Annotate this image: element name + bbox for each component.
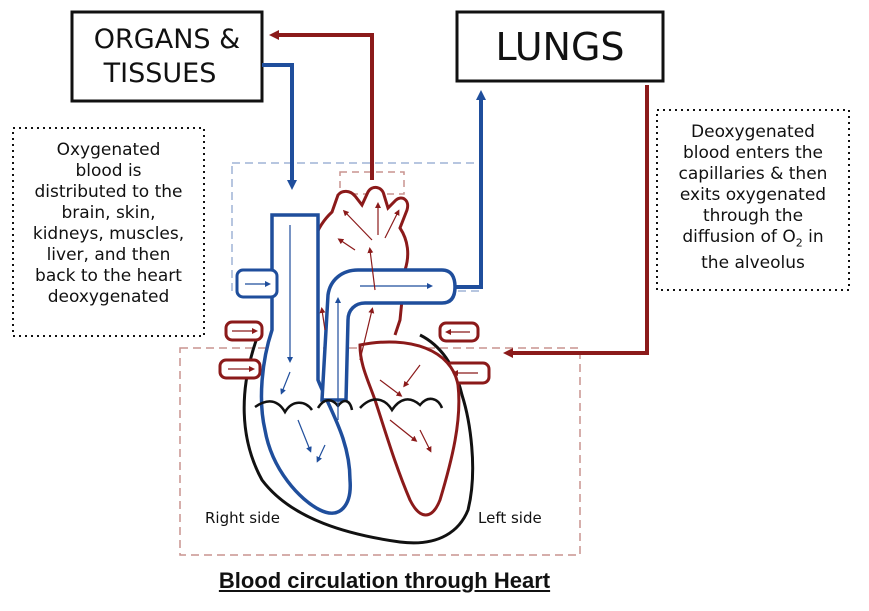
pulmonary-artery: [320, 268, 457, 402]
left-ventricle: [358, 340, 461, 517]
left-note-line: blood is: [75, 161, 142, 181]
aorta-dashed-region: [339, 171, 405, 195]
lungs-to-heart-arrow: [503, 85, 649, 358]
right-note-box: [656, 109, 850, 291]
right-side-label: Right side: [205, 509, 280, 527]
right-note-line: exits oxygenated: [679, 185, 827, 205]
left-note-line: Oxygenated: [56, 140, 161, 160]
right-note-line: Deoxygenated: [691, 122, 815, 142]
organs-line2: TISSUES: [103, 58, 217, 89]
organs-tissues-box: [70, 10, 264, 103]
left-note-line: deoxygenated: [47, 287, 170, 307]
right-note-line: blood enters the: [682, 143, 824, 163]
diagram-title: Blood circulation through Heart: [218, 568, 551, 593]
lungs-label: LUNGS: [495, 25, 624, 69]
lungs-box: [455, 10, 665, 83]
aortic-arch: [308, 186, 410, 346]
left-note-line: liver, and then: [46, 245, 171, 265]
left-note-box: [12, 127, 205, 337]
mitral-valve: [359, 397, 444, 413]
deoxygenated-flow-arrows: [245, 225, 433, 463]
right-note-line: diffusion of O2 in: [659, 227, 847, 253]
heart-outline: [242, 333, 475, 545]
right-note-line: the alveolus: [701, 253, 805, 274]
right-note-line: capillaries & then: [678, 164, 828, 184]
aorta-to-organs-arrow: [269, 30, 374, 180]
heart-to-lungs-arrow: [455, 90, 486, 289]
left-note-line: distributed to the: [34, 182, 183, 202]
left-note: Oxygenated blood is distributed to the b…: [15, 140, 202, 308]
left-side-label: Left side: [478, 509, 542, 527]
right-note-line: through the: [702, 206, 804, 226]
organs-line1: ORGANS &: [94, 24, 240, 55]
right-heart-chambers: [259, 213, 352, 515]
o2-suffix: in: [802, 227, 824, 247]
tricuspid-valve: [254, 400, 314, 415]
right-note: Deoxygenated blood enters the capillarie…: [659, 122, 847, 274]
left-note-line: kidneys, muscles,: [32, 224, 185, 244]
organs-to-vena-cava-arrow: [262, 63, 297, 190]
oxygenated-flow-arrows: [228, 202, 478, 453]
left-note-line: brain, skin,: [61, 203, 156, 223]
o2-subscript: 2: [795, 236, 803, 250]
left-note-line: back to the heart: [35, 266, 182, 286]
o2-prefix: diffusion of O: [682, 227, 796, 247]
